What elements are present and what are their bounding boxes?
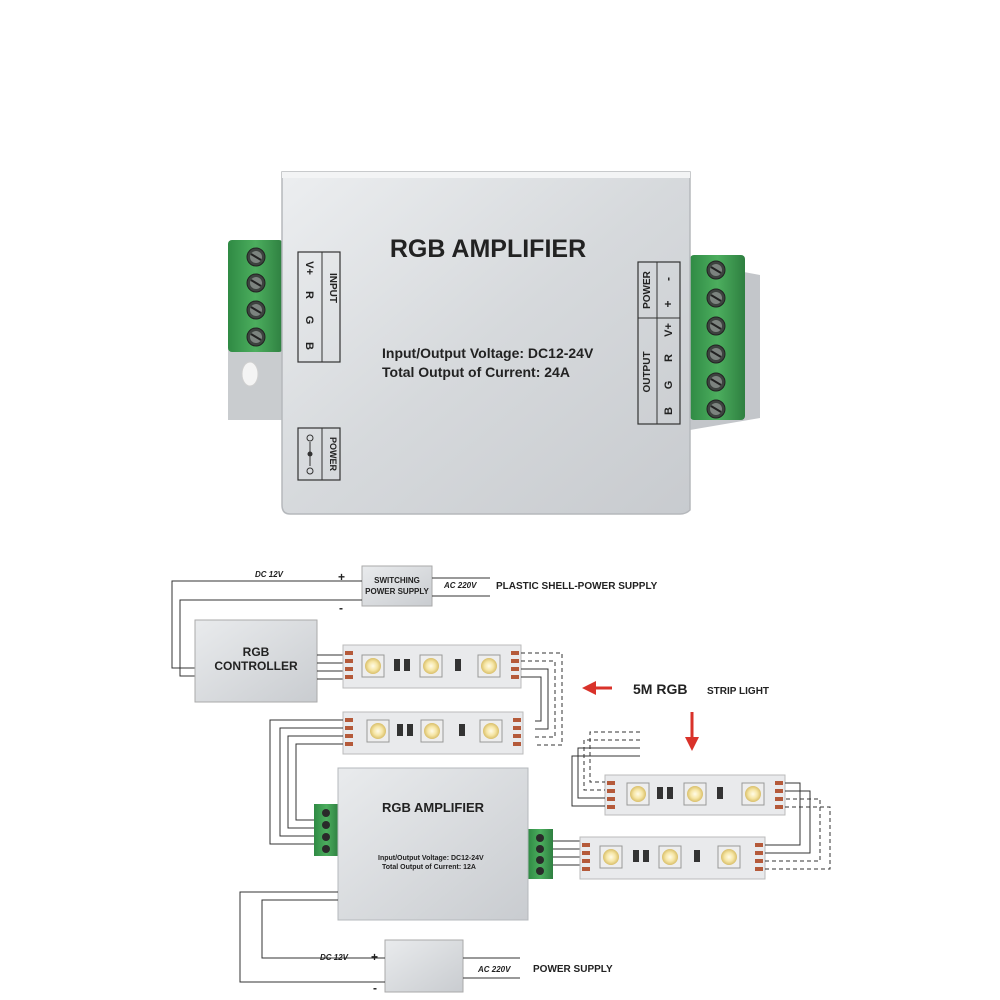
led-strip-3 (604, 774, 786, 816)
strip-1-led (365, 658, 381, 674)
output-pin-g: G (663, 381, 675, 390)
strip-2-led (370, 723, 386, 739)
input-pin-b: B (303, 342, 315, 350)
bottom-power-supply: DC 12V + - AC 220V POWER SUPPLY (239, 891, 613, 995)
output-label-panel: POWER OUTPUT - + V+ R G B (637, 261, 681, 425)
product-spec-current: Total Output of Current: 24A (382, 364, 570, 380)
dc-polarity-icon (306, 434, 314, 475)
strip2-to-amp-wires (269, 719, 343, 845)
strip-3-led (745, 786, 761, 802)
output-header: OUTPUT (642, 351, 653, 392)
strip-2-led (483, 723, 499, 739)
power-header: POWER (642, 270, 653, 309)
input-terminal-block (228, 240, 283, 352)
led-strip-2 (342, 711, 524, 755)
strip-4-led (662, 849, 678, 865)
power-in-panel: POWER (297, 427, 341, 481)
strip-link-1 (521, 652, 563, 746)
diagram-amplifier: RGB AMPLIFIER Input/Output Voltage: DC12… (314, 767, 600, 921)
diagram-amp-title: RGB AMPLIFIER (382, 800, 485, 815)
strip-1-led (481, 658, 497, 674)
bottom-psu-box (384, 939, 464, 993)
input-pin-r: R (303, 291, 315, 299)
strip-link-2 (765, 782, 831, 870)
strip-3-led (630, 786, 646, 802)
psu-label-1: SWITCHING (374, 576, 420, 585)
input-label-panel: INPUT V+ R G B (297, 251, 341, 363)
top-ac-label: AC 220V (443, 581, 477, 590)
product-title: RGB AMPLIFIER (390, 235, 586, 263)
output-pin-b: B (663, 407, 675, 415)
strip-callout: 5M RGB STRIP LIGHT (582, 681, 769, 751)
led-strip-1 (342, 644, 522, 689)
input-header: INPUT (327, 273, 338, 303)
output-terminal-block (690, 255, 745, 420)
bottom-plus: + (371, 950, 378, 964)
strip-callout-sub: STRIP LIGHT (707, 686, 769, 697)
controller-box (194, 619, 318, 703)
power-led (241, 361, 259, 387)
bottom-dc-label: DC 12V (320, 953, 349, 962)
bottom-ac-label: AC 220V (477, 965, 511, 974)
product-spec-voltage: Input/Output Voltage: DC12-24V (382, 345, 594, 361)
psu-label-2: POWER SUPPLY (365, 587, 429, 596)
switching-psu-box (361, 565, 433, 607)
top-dc-label: DC 12V (255, 570, 284, 579)
input-pin-g: G (303, 316, 315, 325)
output-pin-r: R (663, 354, 675, 362)
arrow-left-icon (582, 681, 596, 695)
top-plus: + (338, 570, 345, 584)
power-in-label: POWER (328, 437, 338, 472)
wiring-diagram: SWITCHING POWER SUPPLY DC 12V + - AC 220… (171, 565, 831, 995)
strip-3-led (687, 786, 703, 802)
top-minus: - (339, 601, 343, 615)
bottom-minus: - (373, 981, 377, 995)
diagram-amp-spec-voltage: Input/Output Voltage: DC12-24V (378, 855, 484, 862)
output-pin-vplus: V+ (663, 323, 675, 337)
strip-callout-main: 5M RGB (633, 681, 687, 697)
top-power-supply: SWITCHING POWER SUPPLY DC 12V + - AC 220… (171, 565, 658, 677)
power-pin-plus: + (661, 300, 675, 307)
top-psu-caption: PLASTIC SHELL-POWER SUPPLY (496, 581, 658, 592)
controller-line2: CONTROLLER (214, 659, 298, 673)
strip-4-led (603, 849, 619, 865)
controller-line1: RGB (243, 645, 270, 659)
strip-1-led (423, 658, 439, 674)
amplifier-body (281, 171, 691, 515)
rgb-controller: RGB CONTROLLER (194, 619, 345, 703)
power-pin-minus: - (661, 277, 675, 281)
diagram-amp-body (337, 767, 529, 921)
arrow-down-icon (685, 737, 699, 751)
input-pin-vplus: V+ (303, 261, 315, 275)
strip-4-led (721, 849, 737, 865)
bottom-psu-caption: POWER SUPPLY (533, 964, 613, 975)
diagram-amp-spec-current: Total Output of Current: 12A (382, 864, 476, 871)
product-photo: RGB AMPLIFIER Input/Output Voltage: DC12… (228, 171, 760, 515)
led-strip-4 (579, 836, 766, 880)
strip3-input-dashed (571, 731, 640, 807)
strip-2-led (424, 723, 440, 739)
